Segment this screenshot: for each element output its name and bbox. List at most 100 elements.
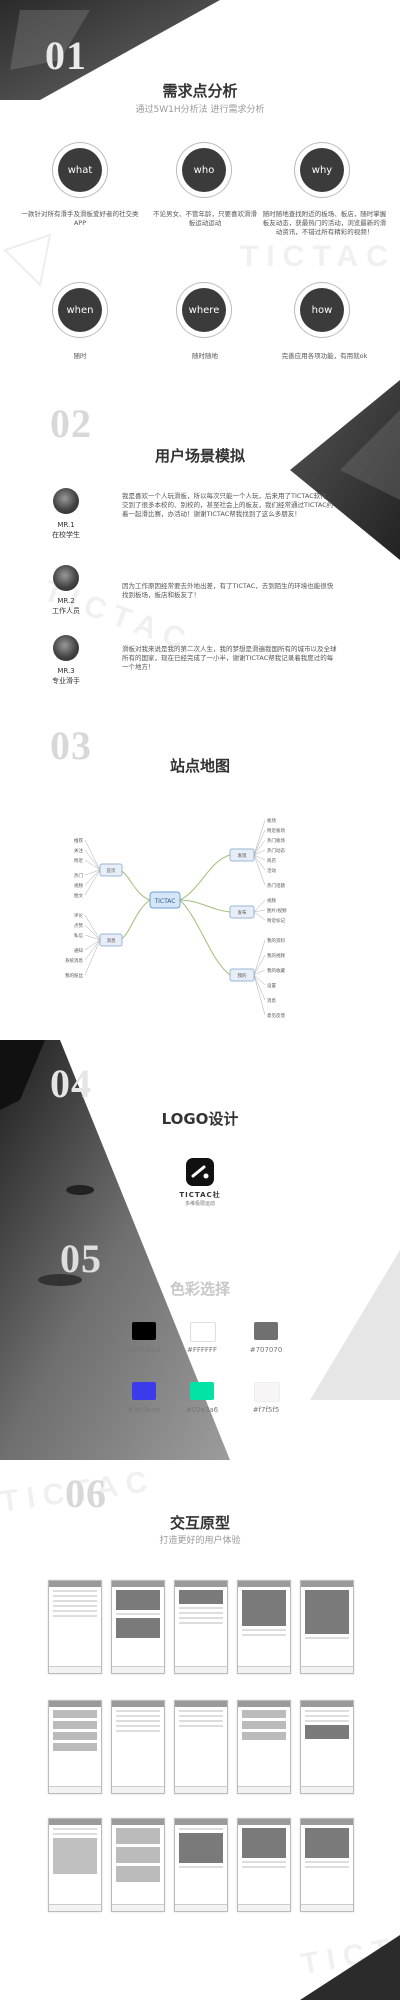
svg-text:图片/视频: 图片/视频	[267, 907, 287, 914]
svg-text:商店: 商店	[267, 857, 276, 864]
wireframe-screen	[174, 1580, 228, 1674]
user-story: 滑板对我来说是我的第二次人生，我的梦想是滑遍我国所有的城市以及全球所有的国家，现…	[122, 645, 337, 671]
mindmap-center-label: TICTAC	[153, 898, 175, 905]
svg-text:热门话题: 热门话题	[267, 882, 285, 889]
logo-mark-icon	[186, 1158, 214, 1186]
how-text: 完善应用各项功能，有用就ok	[281, 352, 368, 360]
color-swatch-blue	[132, 1382, 156, 1400]
svg-text:通知: 通知	[74, 947, 83, 954]
svg-text:图文: 图文	[74, 892, 83, 899]
section-number: 04	[50, 1061, 92, 1106]
what-circle: what	[58, 148, 102, 192]
wireframe-screen	[237, 1700, 291, 1794]
svg-text:关注: 关注	[74, 847, 83, 854]
watermark: TICTAC	[240, 240, 396, 273]
why-text: 随时随地查找附近的板场、板店，随时掌握板友动态，获最热门的活动，浏览最新的滑动资…	[262, 210, 387, 236]
user-name: MR.2	[57, 597, 75, 605]
skatepark-photo-decoration	[0, 1040, 230, 1460]
section-title: LOGO设计	[161, 1110, 239, 1128]
user-story: 因为工作原因经常要去外地出差，有了TICTAC，去到陌生的环境也能很快找到板场，…	[122, 582, 334, 599]
svg-text:附近板场: 附近板场	[267, 827, 285, 834]
svg-text:推荐: 推荐	[74, 837, 83, 844]
ramp-photo-decoration	[310, 1250, 400, 1400]
section-subtitle: 通过5W1H分析法 进行需求分析	[135, 105, 265, 115]
svg-text:点赞: 点赞	[74, 922, 83, 929]
user-role: 专业滑手	[52, 677, 80, 685]
wireframe-screen	[300, 1818, 354, 1912]
triangle-decoration-icon	[3, 233, 52, 288]
svg-text:活动: 活动	[267, 867, 276, 874]
user-name: MR.1	[57, 521, 75, 529]
svg-text:视频: 视频	[267, 897, 276, 904]
color-label: #3b3beb	[127, 1406, 161, 1414]
section-title: 站点地图	[169, 757, 230, 775]
svg-text:我的收藏: 我的收藏	[267, 967, 285, 974]
svg-text:我的资料: 我的资料	[267, 937, 285, 944]
user-role: 工作人员	[52, 607, 80, 615]
how-circle: how	[300, 288, 344, 332]
color-label: #000000	[127, 1346, 161, 1354]
wireframe-screen	[48, 1818, 102, 1912]
color-swatch-gray	[254, 1322, 278, 1340]
svg-text:评论: 评论	[74, 912, 83, 919]
section-number: 05	[60, 1236, 102, 1281]
branch-label: 发布	[238, 909, 247, 916]
svg-text:设置: 设置	[267, 982, 276, 989]
svg-text:热门: 热门	[74, 872, 83, 879]
svg-text:热门动态: 热门动态	[267, 847, 285, 854]
footer-photo-decoration	[300, 1935, 400, 2000]
user-story: 我是喜欢一个人玩滑板，所以每次只能一个人玩，后来用了TICTAC软件，交到了很多…	[122, 492, 334, 518]
branch-label: 发现	[238, 852, 247, 859]
user-name: MR.3	[57, 667, 75, 675]
svg-text:热门板场: 热门板场	[267, 837, 285, 844]
logo-name: TICTAC社	[179, 1191, 221, 1199]
when-text: 随时	[73, 352, 87, 360]
section-number: 06	[65, 1471, 107, 1516]
wireframe-screen	[48, 1580, 102, 1674]
section-title: 用户场景模拟	[154, 447, 245, 465]
section-title: 需求点分析	[162, 82, 238, 100]
svg-text:板场: 板场	[267, 817, 276, 824]
wireframe-screen	[174, 1818, 228, 1912]
avatar	[53, 488, 79, 514]
skater-photo-decoration	[290, 380, 400, 560]
when-circle: when	[58, 288, 102, 332]
color-swatch-offwhite	[254, 1382, 280, 1402]
svg-text:附近: 附近	[74, 857, 83, 864]
wireframe-screen	[237, 1580, 291, 1674]
wireframe-screen	[111, 1580, 165, 1674]
section-number: 03	[50, 723, 92, 768]
why-circle: why	[300, 148, 344, 192]
mindmap-center-node	[149, 891, 181, 909]
svg-text:私信: 私信	[74, 932, 83, 939]
section-subtitle: 打造更好的用户体验	[159, 1536, 241, 1546]
svg-text:意见反馈: 意见反馈	[267, 1012, 285, 1019]
user-role: 在校学生	[52, 531, 80, 539]
svg-text:附近标记: 附近标记	[267, 917, 285, 924]
wireframe-screen	[111, 1700, 165, 1794]
wireframe-screen	[237, 1818, 291, 1912]
where-circle: where	[182, 288, 226, 332]
color-swatch-black	[132, 1322, 156, 1340]
svg-text:视频: 视频	[74, 882, 83, 889]
branch-label: 我的	[238, 972, 247, 979]
svg-text:我的粉丝: 我的粉丝	[65, 972, 83, 979]
wireframe-screen	[111, 1818, 165, 1912]
color-label: #707070	[249, 1346, 283, 1354]
logo-tagline: 多维极限运动	[184, 1201, 215, 1207]
color-label: #f7f5f5	[252, 1406, 280, 1414]
what-text: 一款针对所有滑手及滑板爱好者的社交类APP	[21, 210, 139, 227]
avatar	[53, 635, 79, 661]
wireframe-screen	[48, 1700, 102, 1794]
who-circle: who	[182, 148, 226, 192]
branch-label: 消息	[107, 937, 116, 944]
section-number: 02	[50, 401, 92, 446]
color-swatch-green	[190, 1382, 214, 1400]
color-label: #02e3a6	[185, 1406, 219, 1414]
color-label: #FFFFFF	[186, 1346, 218, 1354]
hero-photo-decoration	[0, 0, 220, 100]
site-map: TICTAC 发现 发布 我的 首页 消息 板场 附近板场 热门板场 热门动态 …	[65, 817, 287, 1019]
svg-text:消息: 消息	[267, 997, 276, 1004]
svg-text:系统消息: 系统消息	[65, 957, 83, 964]
who-text: 不论男女、不管年龄，只要喜欢滑滑板运动运动	[153, 210, 257, 227]
